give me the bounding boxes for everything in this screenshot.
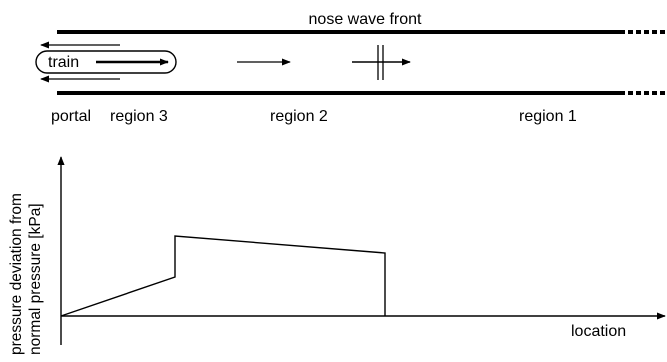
region2-label: region 2 bbox=[270, 108, 328, 125]
region3-label: region 3 bbox=[110, 108, 168, 125]
portal-label: portal bbox=[51, 108, 91, 125]
y-axis-label-line2: normal pressure [kPa] bbox=[27, 203, 44, 355]
train-label: train bbox=[48, 54, 79, 71]
region1-label: region 1 bbox=[519, 108, 577, 125]
pressure-profile-curve bbox=[60, 235, 386, 317]
y-axis-label-line1: pressure deviation from bbox=[8, 193, 25, 355]
x-axis-label: location bbox=[571, 323, 626, 340]
nose-wave-front-label: nose wave front bbox=[309, 11, 423, 28]
